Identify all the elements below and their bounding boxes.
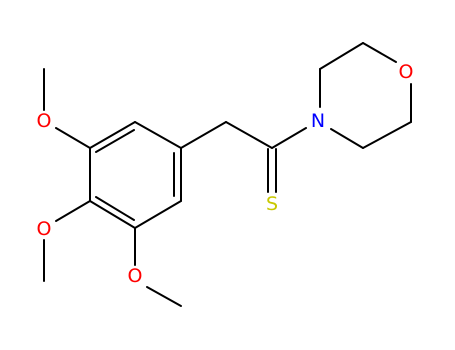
nitrogen-atom-label: N <box>311 110 325 132</box>
sulfur-atom-label: S <box>266 193 278 215</box>
ring-to-oxygen-bond <box>55 200 91 222</box>
ch2-to-thiocarbonyl-bond <box>225 121 273 149</box>
ring-bond <box>134 121 182 149</box>
morpholine-bond <box>319 42 364 70</box>
ring-to-oxygen-bond <box>55 127 91 149</box>
oxygen-to-methyl-bond <box>146 286 182 307</box>
oxygen-atom-label: O <box>128 265 143 287</box>
ring-to-ch2-bond <box>180 121 227 149</box>
methoxy-top <box>43 68 91 149</box>
methoxy-lower <box>134 227 182 307</box>
morpholine-ring <box>319 42 412 149</box>
oxygen-atom-label: O <box>37 218 52 240</box>
morpholine-bond <box>330 128 364 149</box>
benzene-ring <box>89 121 182 229</box>
ring-bond <box>89 121 136 149</box>
oxygen-atom-label: O <box>399 61 414 83</box>
ring-bond <box>134 200 182 229</box>
ring-double-bond-inner <box>95 196 135 221</box>
side-chain <box>180 121 307 193</box>
atom-labels: O O O O N S <box>37 61 414 287</box>
methoxy-middle <box>43 200 91 282</box>
morpholine-bond <box>362 121 412 149</box>
ring-bond <box>89 200 136 229</box>
morpholine-bond <box>362 42 397 63</box>
thiocarbonyl-to-nitrogen-bond <box>271 127 307 149</box>
oxygen-atom-label: O <box>37 110 52 132</box>
ring-double-bond-inner <box>95 129 135 153</box>
